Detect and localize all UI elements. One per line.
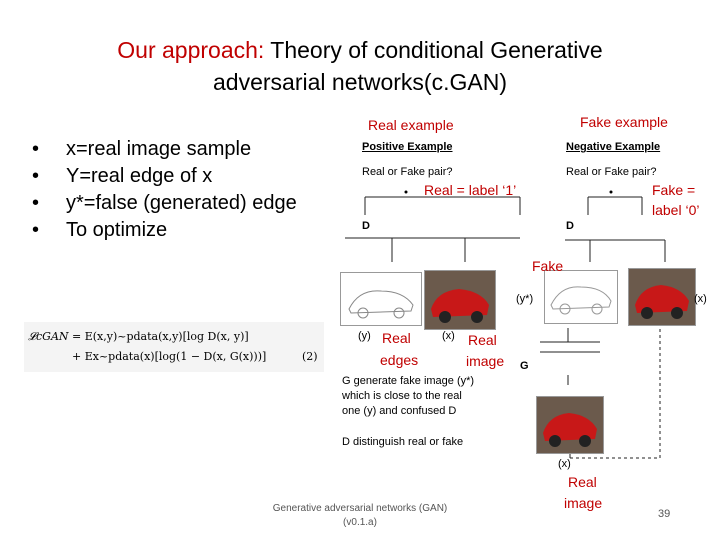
generator-description: G generate fake image (y*) which is clos…: [342, 374, 474, 419]
real-edges-line2: edges: [380, 352, 418, 368]
footer: Generative adversarial networks (GAN) (v…: [250, 502, 470, 530]
real-edges-line1: Real: [382, 330, 411, 346]
x-bottom-label: (x): [558, 458, 571, 470]
discriminator-left: D: [362, 220, 370, 232]
generator-label: G: [520, 360, 529, 372]
x-left-label: (x): [442, 330, 455, 342]
real-bottom-line2: image: [564, 495, 602, 511]
pair-question-left: Real or Fake pair?: [362, 166, 453, 178]
g-desc-line: one (y) and confused D: [342, 404, 474, 419]
real-example-label: Real example: [368, 117, 454, 133]
x-right-label: (x): [694, 293, 707, 305]
g-desc-line: G generate fake image (y*): [342, 374, 474, 389]
g-desc-line: which is close to the real: [342, 389, 474, 404]
discriminator-description: D distinguish real or fake: [342, 436, 463, 448]
real-car-image: [424, 270, 496, 330]
fake-label-line2: label ‘0’: [652, 202, 699, 218]
y-left-label: (y): [358, 330, 371, 342]
dot-marker: [405, 191, 408, 194]
real-car-image-right: [628, 268, 696, 326]
footer-line2: (v0.1.a): [250, 516, 470, 530]
fake-edge-image: [544, 270, 618, 324]
discriminator-right: D: [566, 220, 574, 232]
dot-marker: [610, 191, 613, 194]
edge-sketch-image: [340, 272, 422, 326]
real-label-text: Real = label ‘1’: [424, 182, 516, 198]
real-bottom-line1: Real: [568, 474, 597, 490]
real-image-line1: Real: [468, 332, 497, 348]
y-star-label: (y*): [516, 293, 533, 305]
fake-example-label: Fake example: [580, 114, 668, 130]
fake-label-line1: Fake =: [652, 182, 695, 198]
fake-label: Fake: [532, 258, 563, 274]
real-image-line2: image: [466, 353, 504, 369]
footer-line1: Generative adversarial networks (GAN): [250, 502, 470, 516]
input-car-image: [536, 396, 604, 454]
page-number: 39: [658, 508, 670, 520]
positive-example-heading: Positive Example: [362, 141, 453, 153]
negative-example-heading: Negative Example: [566, 141, 660, 153]
pair-question-right: Real or Fake pair?: [566, 166, 657, 178]
